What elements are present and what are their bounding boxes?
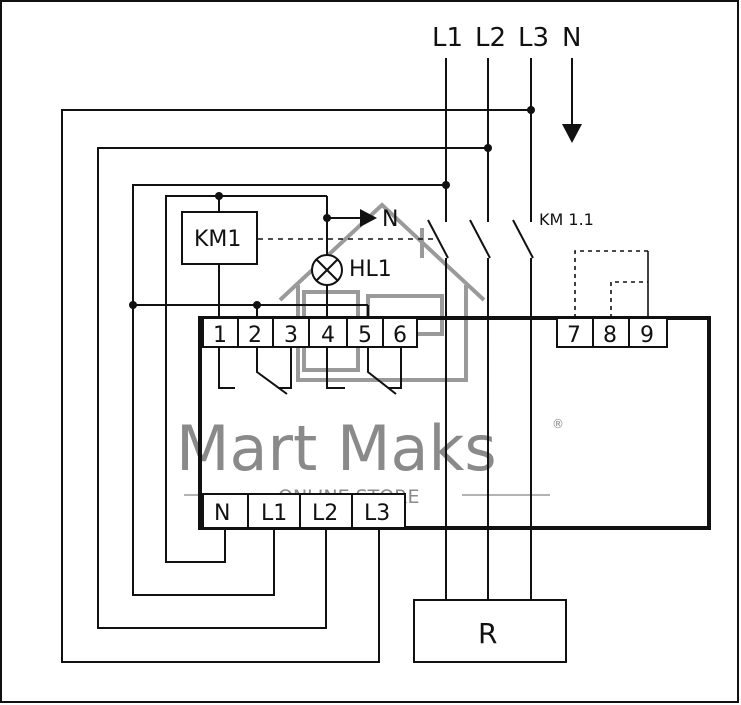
mechanical-linkage <box>258 238 532 505</box>
internal-contacts <box>218 347 402 395</box>
terminal-5: 5 <box>358 323 372 348</box>
relay-module <box>198 316 711 530</box>
terminal-3: 3 <box>284 323 298 348</box>
label-l3: L3 <box>518 23 549 53</box>
watermark-registered-mark: ® <box>552 417 564 431</box>
aux-terminal-block <box>556 317 668 348</box>
aux-sensor-wiring <box>574 250 649 318</box>
label-l1: L1 <box>432 23 463 53</box>
label-km-contact: KM 1.1 <box>539 210 594 229</box>
km1-coil-box <box>181 211 258 265</box>
junction-dots <box>129 106 535 309</box>
top-terminal-block <box>202 317 418 348</box>
label-km1: KM1 <box>194 227 241 252</box>
terminal-n: N <box>214 501 230 526</box>
terminal-2: 2 <box>248 323 262 348</box>
supply-lines <box>445 58 532 222</box>
lamp-icon <box>311 254 343 286</box>
terminal-4: 4 <box>321 323 335 348</box>
label-load: R <box>478 617 497 650</box>
label-n: N <box>562 23 581 53</box>
terminal-l1: L1 <box>261 501 287 526</box>
bottom-terminal-block <box>202 493 406 529</box>
terminal-8: 8 <box>603 323 617 348</box>
label-lamp-neutral: N <box>382 207 398 232</box>
terminal-1: 1 <box>213 323 227 348</box>
label-l2: L2 <box>475 23 506 53</box>
contactor-contacts <box>427 219 534 600</box>
loop-wiring <box>61 109 531 663</box>
load-box <box>413 599 567 663</box>
terminal-l3: L3 <box>364 501 390 526</box>
terminal-7: 7 <box>567 323 581 348</box>
watermark-brand: Mart Maks <box>176 412 497 485</box>
terminal-9: 9 <box>640 323 654 348</box>
neutral-arrow-icon <box>562 58 582 143</box>
terminal-l2: L2 <box>312 501 338 526</box>
lamp-neutral-arrow-icon <box>327 209 377 227</box>
label-hl1: HL1 <box>349 257 392 282</box>
terminal-6: 6 <box>393 323 407 348</box>
